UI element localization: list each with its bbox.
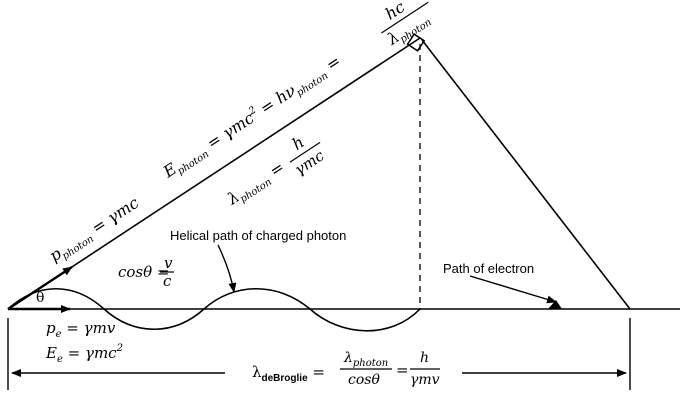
path-of-electron-label: Path of electron — [443, 261, 534, 276]
e-photon-frac-bar — [381, 1, 429, 34]
svg-text:λphoton: λphoton — [343, 350, 388, 369]
right-angle-marker — [406, 33, 426, 52]
e-photon-sub: photon — [176, 149, 212, 178]
cos-theta-equation: cosθ = v c — [118, 254, 174, 290]
theta-label: θ — [36, 290, 44, 306]
helical-label-pointer — [217, 244, 237, 293]
e-photon-sub2: photon — [295, 71, 331, 100]
photon-momentum-equation: pphoton = γmc — [46, 193, 144, 268]
debroglie-frac1-den: cosθ — [348, 372, 380, 388]
e-photon-frac-num: hc — [382, 0, 409, 24]
debroglie-frac1-lambda: λ — [343, 350, 353, 366]
helical-path-label: Helical path of charged photon — [170, 228, 346, 243]
p-photon-sub: photon — [60, 234, 96, 263]
cos-theta-den: c — [163, 272, 172, 290]
debroglie-lambda: λ — [252, 363, 262, 381]
lambda-photon-frac-bar — [289, 141, 321, 163]
p-photon-eq: = γmc — [84, 193, 142, 240]
e-photon-eq1: = γmc — [199, 108, 257, 155]
photon-momentum-arrow — [7, 265, 73, 311]
electron-path-triangle — [548, 300, 562, 309]
debroglie-equation: λdeBroglie = λphoton cosθ = h γmv — [252, 350, 440, 388]
cos-theta-lhs: cosθ = — [118, 263, 170, 281]
apex-to-electron-line — [421, 39, 631, 310]
electron-label-pointer — [469, 275, 557, 304]
helical-path-wave — [7, 287, 421, 332]
debroglie-eq1: = — [308, 363, 325, 381]
debroglie-frac2-den: γmv — [410, 372, 440, 388]
svg-text:pphoton = γmc: pphoton = γmc — [46, 193, 144, 268]
photon-direction-line — [7, 37, 421, 310]
electron-momentum-label: pe = γmv — [46, 319, 116, 340]
svg-text:λphoton =: λphoton = — [223, 157, 289, 211]
cos-theta-num: v — [164, 254, 173, 272]
lambda-photon-sub: photon — [238, 177, 274, 206]
lambda-photon-frac-num: h — [288, 132, 307, 154]
debroglie-sub: deBroglie — [262, 373, 309, 384]
debroglie-eq2: = — [396, 361, 409, 379]
debroglie-frac1-sub: photon — [353, 358, 388, 369]
debroglie-frac2-num: h — [420, 350, 429, 366]
e-photon-eq2: = hν — [252, 81, 299, 121]
electron-energy-label: Ee = γmc2 — [45, 343, 123, 365]
svg-text:λdeBroglie =: λdeBroglie = — [252, 363, 325, 384]
